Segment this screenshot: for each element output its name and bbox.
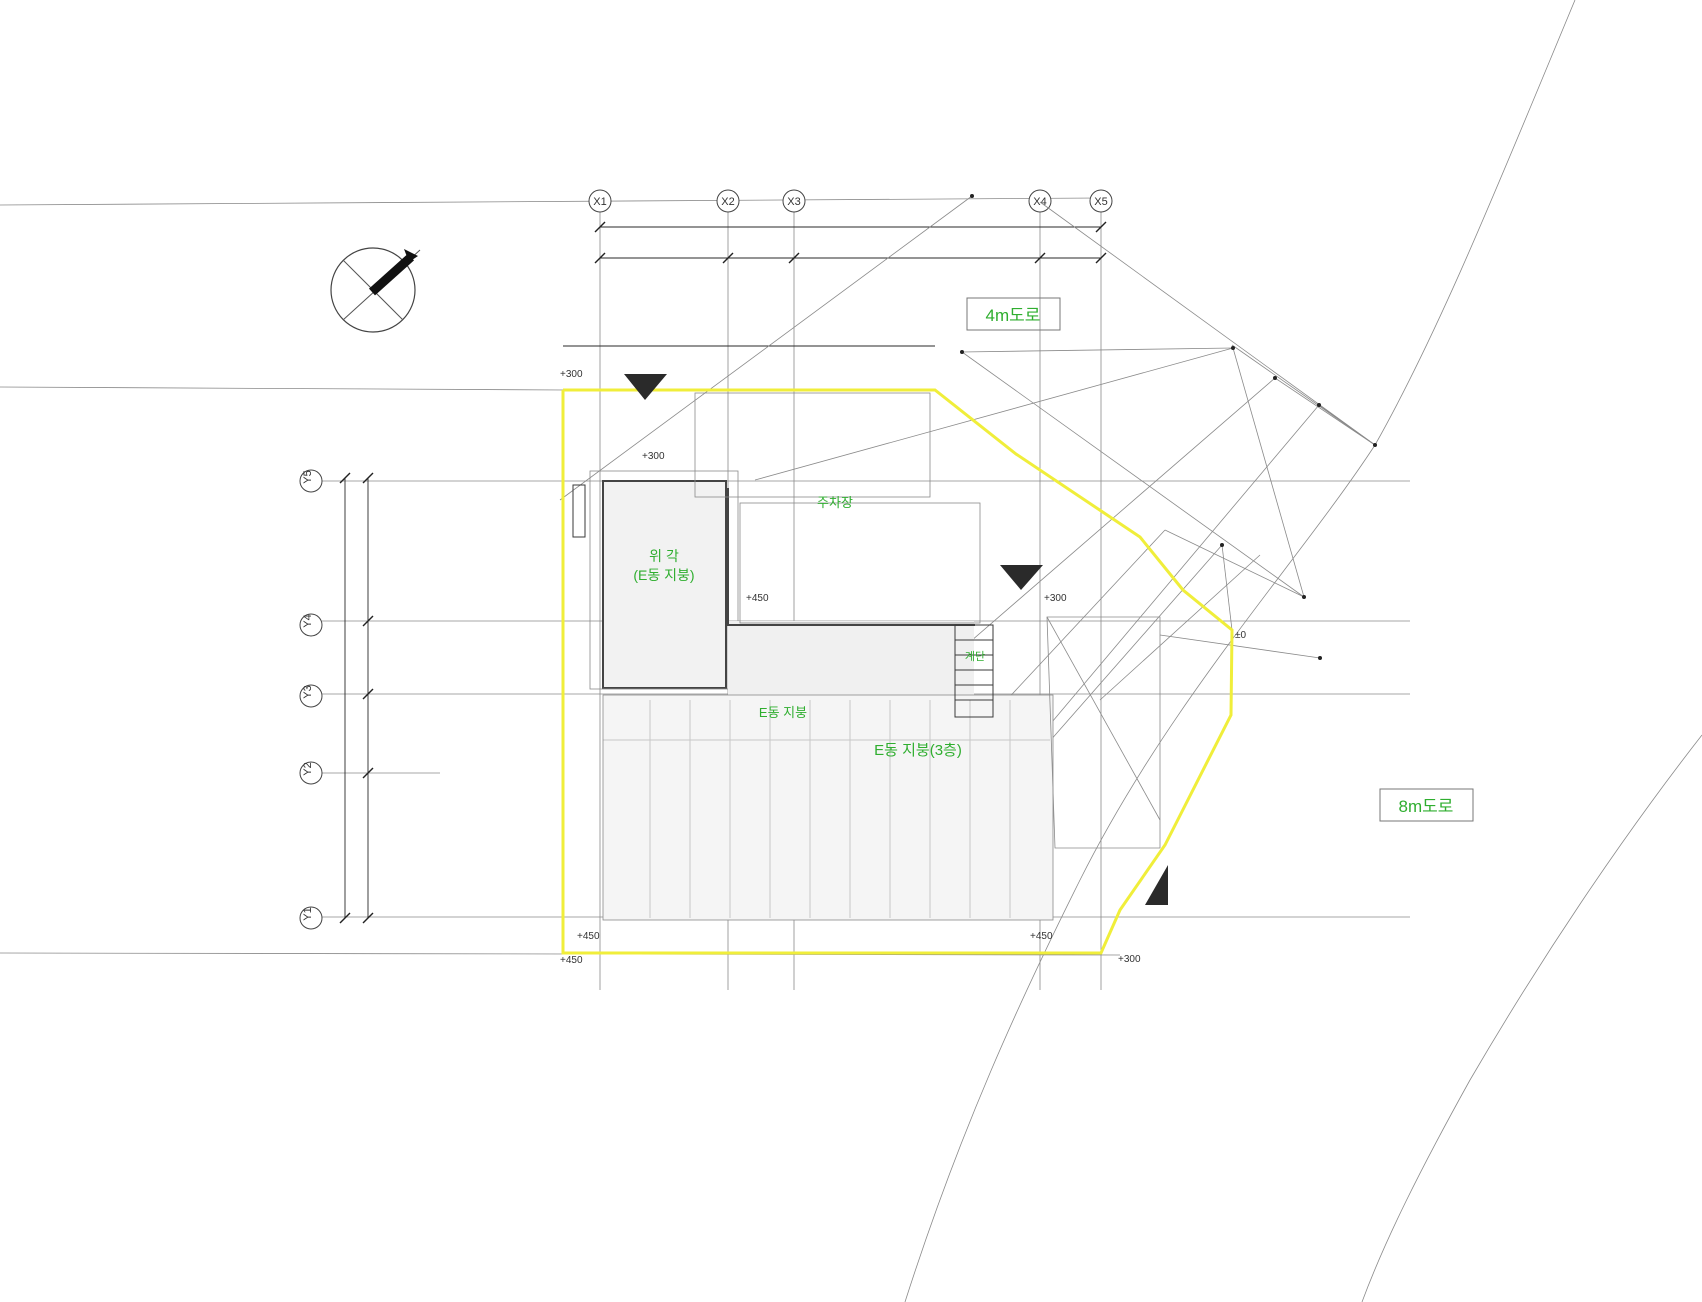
- level-mark: +300: [642, 451, 665, 462]
- room-label-top-sub: (E동 지붕): [633, 567, 694, 583]
- grid-label-x2: X2: [721, 196, 734, 208]
- leader-dots: [960, 194, 1377, 660]
- stair-label: 계단: [965, 650, 985, 663]
- level-mark: +300: [1044, 593, 1067, 604]
- zone-main-label: E동 지붕(3층): [874, 742, 962, 759]
- dimension-lines: [339, 221, 1107, 924]
- road-label-8m: 8m도로: [1379, 788, 1474, 822]
- level-mark: ±0: [1235, 630, 1246, 641]
- level-mark: +450: [1030, 931, 1053, 942]
- level-marks: +300 +300 +300 +300 +450 +450 +450 +450 …: [560, 369, 1246, 966]
- entrance-triangle-icon: [624, 374, 1168, 905]
- building-footprint: [572, 392, 1161, 921]
- svg-text:4m도로: 4m도로: [986, 306, 1041, 325]
- zone-e-label: E동 지붕: [759, 705, 807, 720]
- grid-label-y4: Y4: [302, 614, 314, 627]
- corridor-label: 주차장: [817, 495, 853, 510]
- site-boundary: [561, 388, 1234, 955]
- grid-label-x1: X1: [593, 196, 606, 208]
- grid-bubbles-x: X1 X2 X3 X4 X5: [588, 189, 1113, 213]
- grid-label-y3: Y3: [302, 685, 314, 698]
- svg-text:8m도로: 8m도로: [1399, 797, 1454, 816]
- level-mark: +450: [746, 593, 769, 604]
- grid-label-y2: Y2: [302, 762, 314, 775]
- level-mark: +450: [560, 955, 583, 966]
- grid-label-y1: Y1: [302, 907, 314, 920]
- level-mark: +450: [577, 931, 600, 942]
- setback-diagonals: [559, 195, 1376, 784]
- road-label-4m: 4m도로: [966, 297, 1061, 331]
- room-label-top: 위 각: [649, 548, 679, 564]
- level-mark: +300: [1118, 954, 1141, 965]
- level-mark: +300: [560, 369, 583, 380]
- north-arrow-icon: [330, 247, 421, 333]
- grid-label-y5: Y5: [302, 470, 314, 483]
- grid-label-x5: X5: [1094, 196, 1107, 208]
- grid-bubbles-y: Y5 Y4 Y3 Y2 Y1: [299, 469, 323, 930]
- grid-label-x3: X3: [787, 196, 800, 208]
